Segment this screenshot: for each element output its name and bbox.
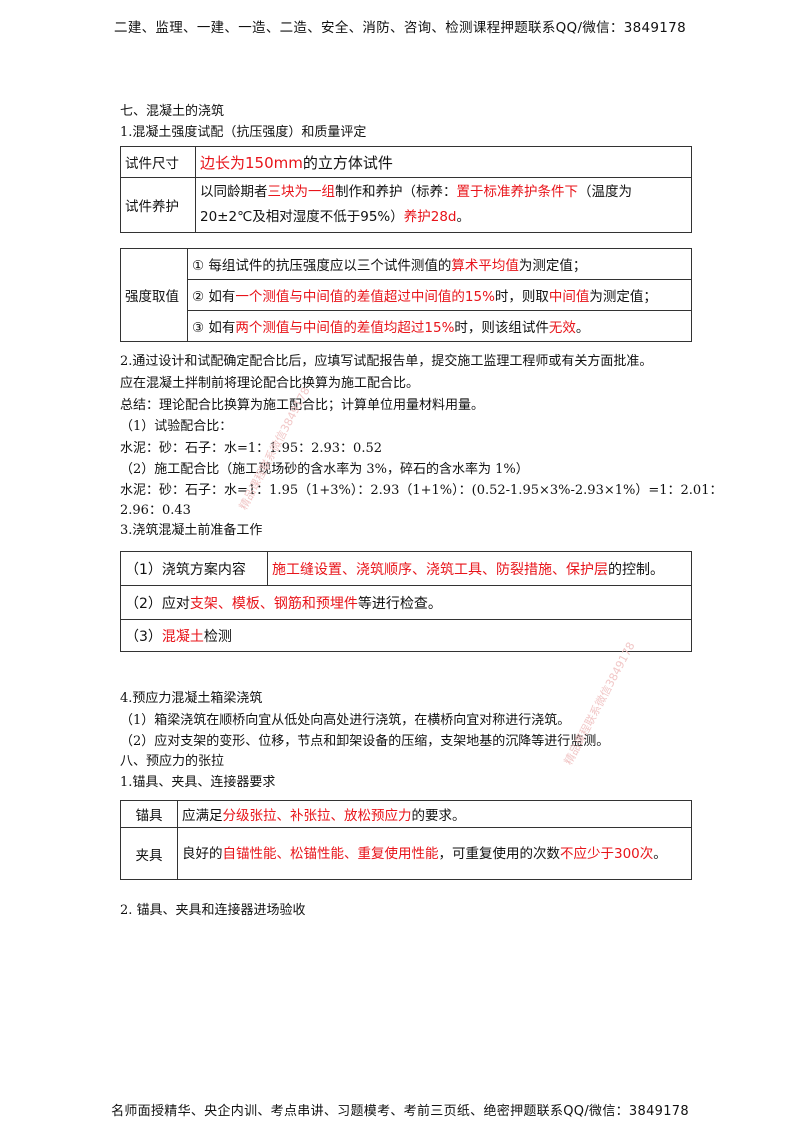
- page-footer: 名师面授精华、央企内训、考点串讲、习题模考、考前三页纸、绝密押题联系QQ/微信：…: [111, 1104, 689, 1119]
- section-8-title: 八、预应力的张拉: [120, 754, 225, 769]
- para-2e: 水泥：砂：石子：水=1：1.95：2.93：0.52: [120, 441, 382, 456]
- section-8-2-title: 2. 锚具、夹具和连接器进场验收: [120, 903, 306, 918]
- anchorage-table: 锚具 应满足分级张拉、补张拉、放松预应力的要求。 夹具 良好的自锚性能、松锚性能…: [120, 800, 692, 880]
- para-2h: 2.96：0.43: [120, 503, 191, 518]
- anchorage-label: 锚具: [120, 800, 178, 828]
- strength-value-table: 强度取值 ① 每组试件的抗压强度应以三个试件测值的算术平均值为测定值； ② 如有…: [120, 248, 692, 342]
- para-2d: （1）试验配合比：: [120, 419, 233, 434]
- strength-rule-2: ② 如有一个测值与中间值的差值超过中间值的15%时，则取中间值为测定值；: [187, 279, 692, 311]
- section-3-title: 3.浇筑混凝土前准备工作: [120, 523, 263, 538]
- section-7-1-title: 1.混凝土强度试配（抗压强度）和质量评定: [120, 125, 367, 140]
- strength-value-label: 强度取值: [120, 248, 188, 342]
- section-7-title: 七、混凝土的浇筑: [120, 104, 225, 119]
- clamp-label: 夹具: [120, 827, 178, 880]
- specimen-size-value: 边长为150mm的立方体试件: [195, 146, 692, 178]
- specimen-table: 试件尺寸 边长为150mm的立方体试件 试件养护 以同龄期者三块为一组制作和养护…: [120, 146, 692, 233]
- concrete-test-row: （3）混凝土检测: [120, 619, 692, 652]
- specimen-size-label: 试件尺寸: [120, 146, 196, 178]
- specimen-curing-label: 试件养护: [120, 177, 196, 233]
- para-2f: （2）施工配合比（施工现场砂的含水率为 3%，碎石的含水率为 1%）: [120, 462, 529, 477]
- pouring-plan-value: 施工缝设置、浇筑顺序、浇筑工具、防裂措施、保护层的控制。: [267, 551, 692, 586]
- anchorage-value: 应满足分级张拉、补张拉、放松预应力的要求。: [177, 800, 692, 828]
- strength-rule-3: ③ 如有两个测值与中间值的差值均超过15%时，则该组试件无效。: [187, 310, 692, 342]
- section-4-item-2: （2）应对支架的变形、位移，节点和卸架设备的压缩，支架地基的沉降等进行监测。: [120, 734, 610, 749]
- section-4-title: 4.预应力混凝土箱梁浇筑: [120, 691, 263, 706]
- pouring-check-row: （2）应对支架、模板、钢筋和预埋件等进行检查。: [120, 585, 692, 620]
- section-8-1-title: 1.锚具、夹具、连接器要求: [120, 775, 276, 790]
- clamp-value: 良好的自锚性能、松锚性能、重复使用性能，可重复使用的次数不应少于300次。: [177, 827, 692, 880]
- page-header: 二建、监理、一建、一造、二造、安全、消防、咨询、检测课程押题联系QQ/微信：38…: [114, 20, 686, 36]
- para-2b: 应在混凝土拌制前将理论配合比换算为施工配合比。: [120, 376, 420, 391]
- para-2c: 总结：理论配合比换算为施工配合比；计算单位用量材料用量。: [120, 398, 485, 413]
- strength-rule-1: ① 每组试件的抗压强度应以三个试件测值的算术平均值为测定值；: [187, 248, 692, 280]
- pouring-prep-table: （1）浇筑方案内容 施工缝设置、浇筑顺序、浇筑工具、防裂措施、保护层的控制。 （…: [120, 551, 692, 652]
- para-2a: 2.通过设计和试配确定配合比后，应填写试配报告单，提交施工监理工程师或有关方面批…: [120, 354, 653, 369]
- pouring-plan-label: （1）浇筑方案内容: [120, 551, 268, 586]
- para-2g: 水泥：砂：石子：水=1：1.95（1+3%）：2.93（1+1%）：(0.52-…: [120, 483, 723, 498]
- section-4-item-1: （1）箱梁浇筑在顺桥向宜从低处向高处进行浇筑，在横桥向宜对称进行浇筑。: [120, 713, 571, 728]
